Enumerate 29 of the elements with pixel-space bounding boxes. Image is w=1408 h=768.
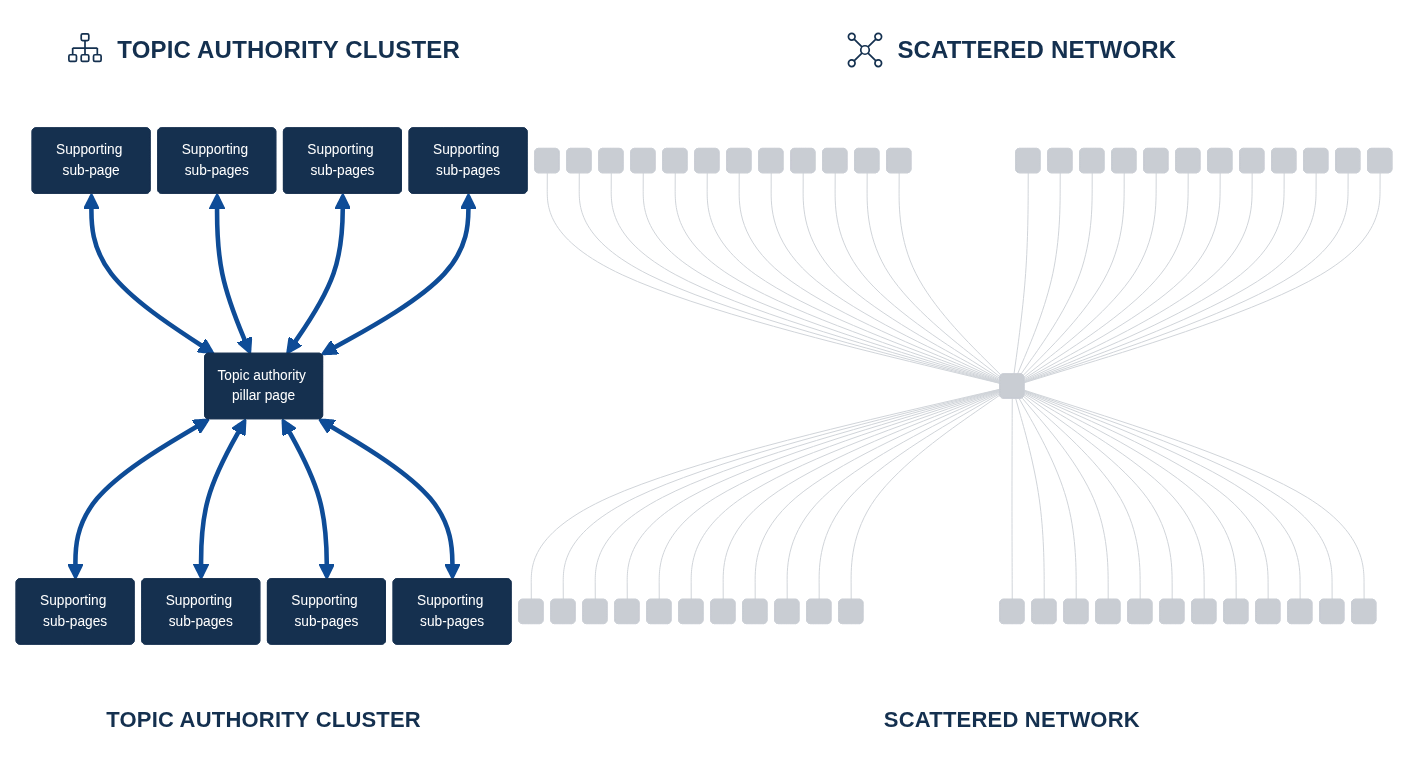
connector (1023, 394, 1173, 601)
connector (1015, 398, 1045, 601)
connector (1020, 172, 1093, 375)
connector (834, 172, 1001, 380)
arrow (83, 192, 215, 355)
panel-heading: TOPIC AUTHORITY CLUSTER (117, 36, 461, 64)
connector (1023, 393, 1205, 601)
arrow (320, 192, 477, 356)
connector (1021, 397, 1109, 601)
connector (850, 394, 1001, 601)
arrow (67, 418, 210, 580)
panel-caption: SCATTERED NETWORK (883, 707, 1140, 733)
arrow (192, 418, 247, 580)
connector (1022, 172, 1125, 376)
arrow (208, 192, 253, 355)
connector (1023, 396, 1141, 601)
arrow (286, 192, 352, 355)
connector (866, 172, 1001, 378)
connector (1023, 172, 1157, 378)
connector (1023, 172, 1189, 380)
arrow (281, 418, 336, 580)
connector (898, 172, 1002, 376)
connector (1013, 172, 1029, 375)
panel-caption: TOPIC AUTHORITY CLUSTER (106, 707, 421, 733)
connector (1018, 398, 1077, 601)
arrow (318, 418, 461, 580)
connector (1016, 172, 1061, 375)
connector (818, 393, 1001, 601)
panel-heading: SCATTERED NETWORK (897, 36, 1177, 64)
